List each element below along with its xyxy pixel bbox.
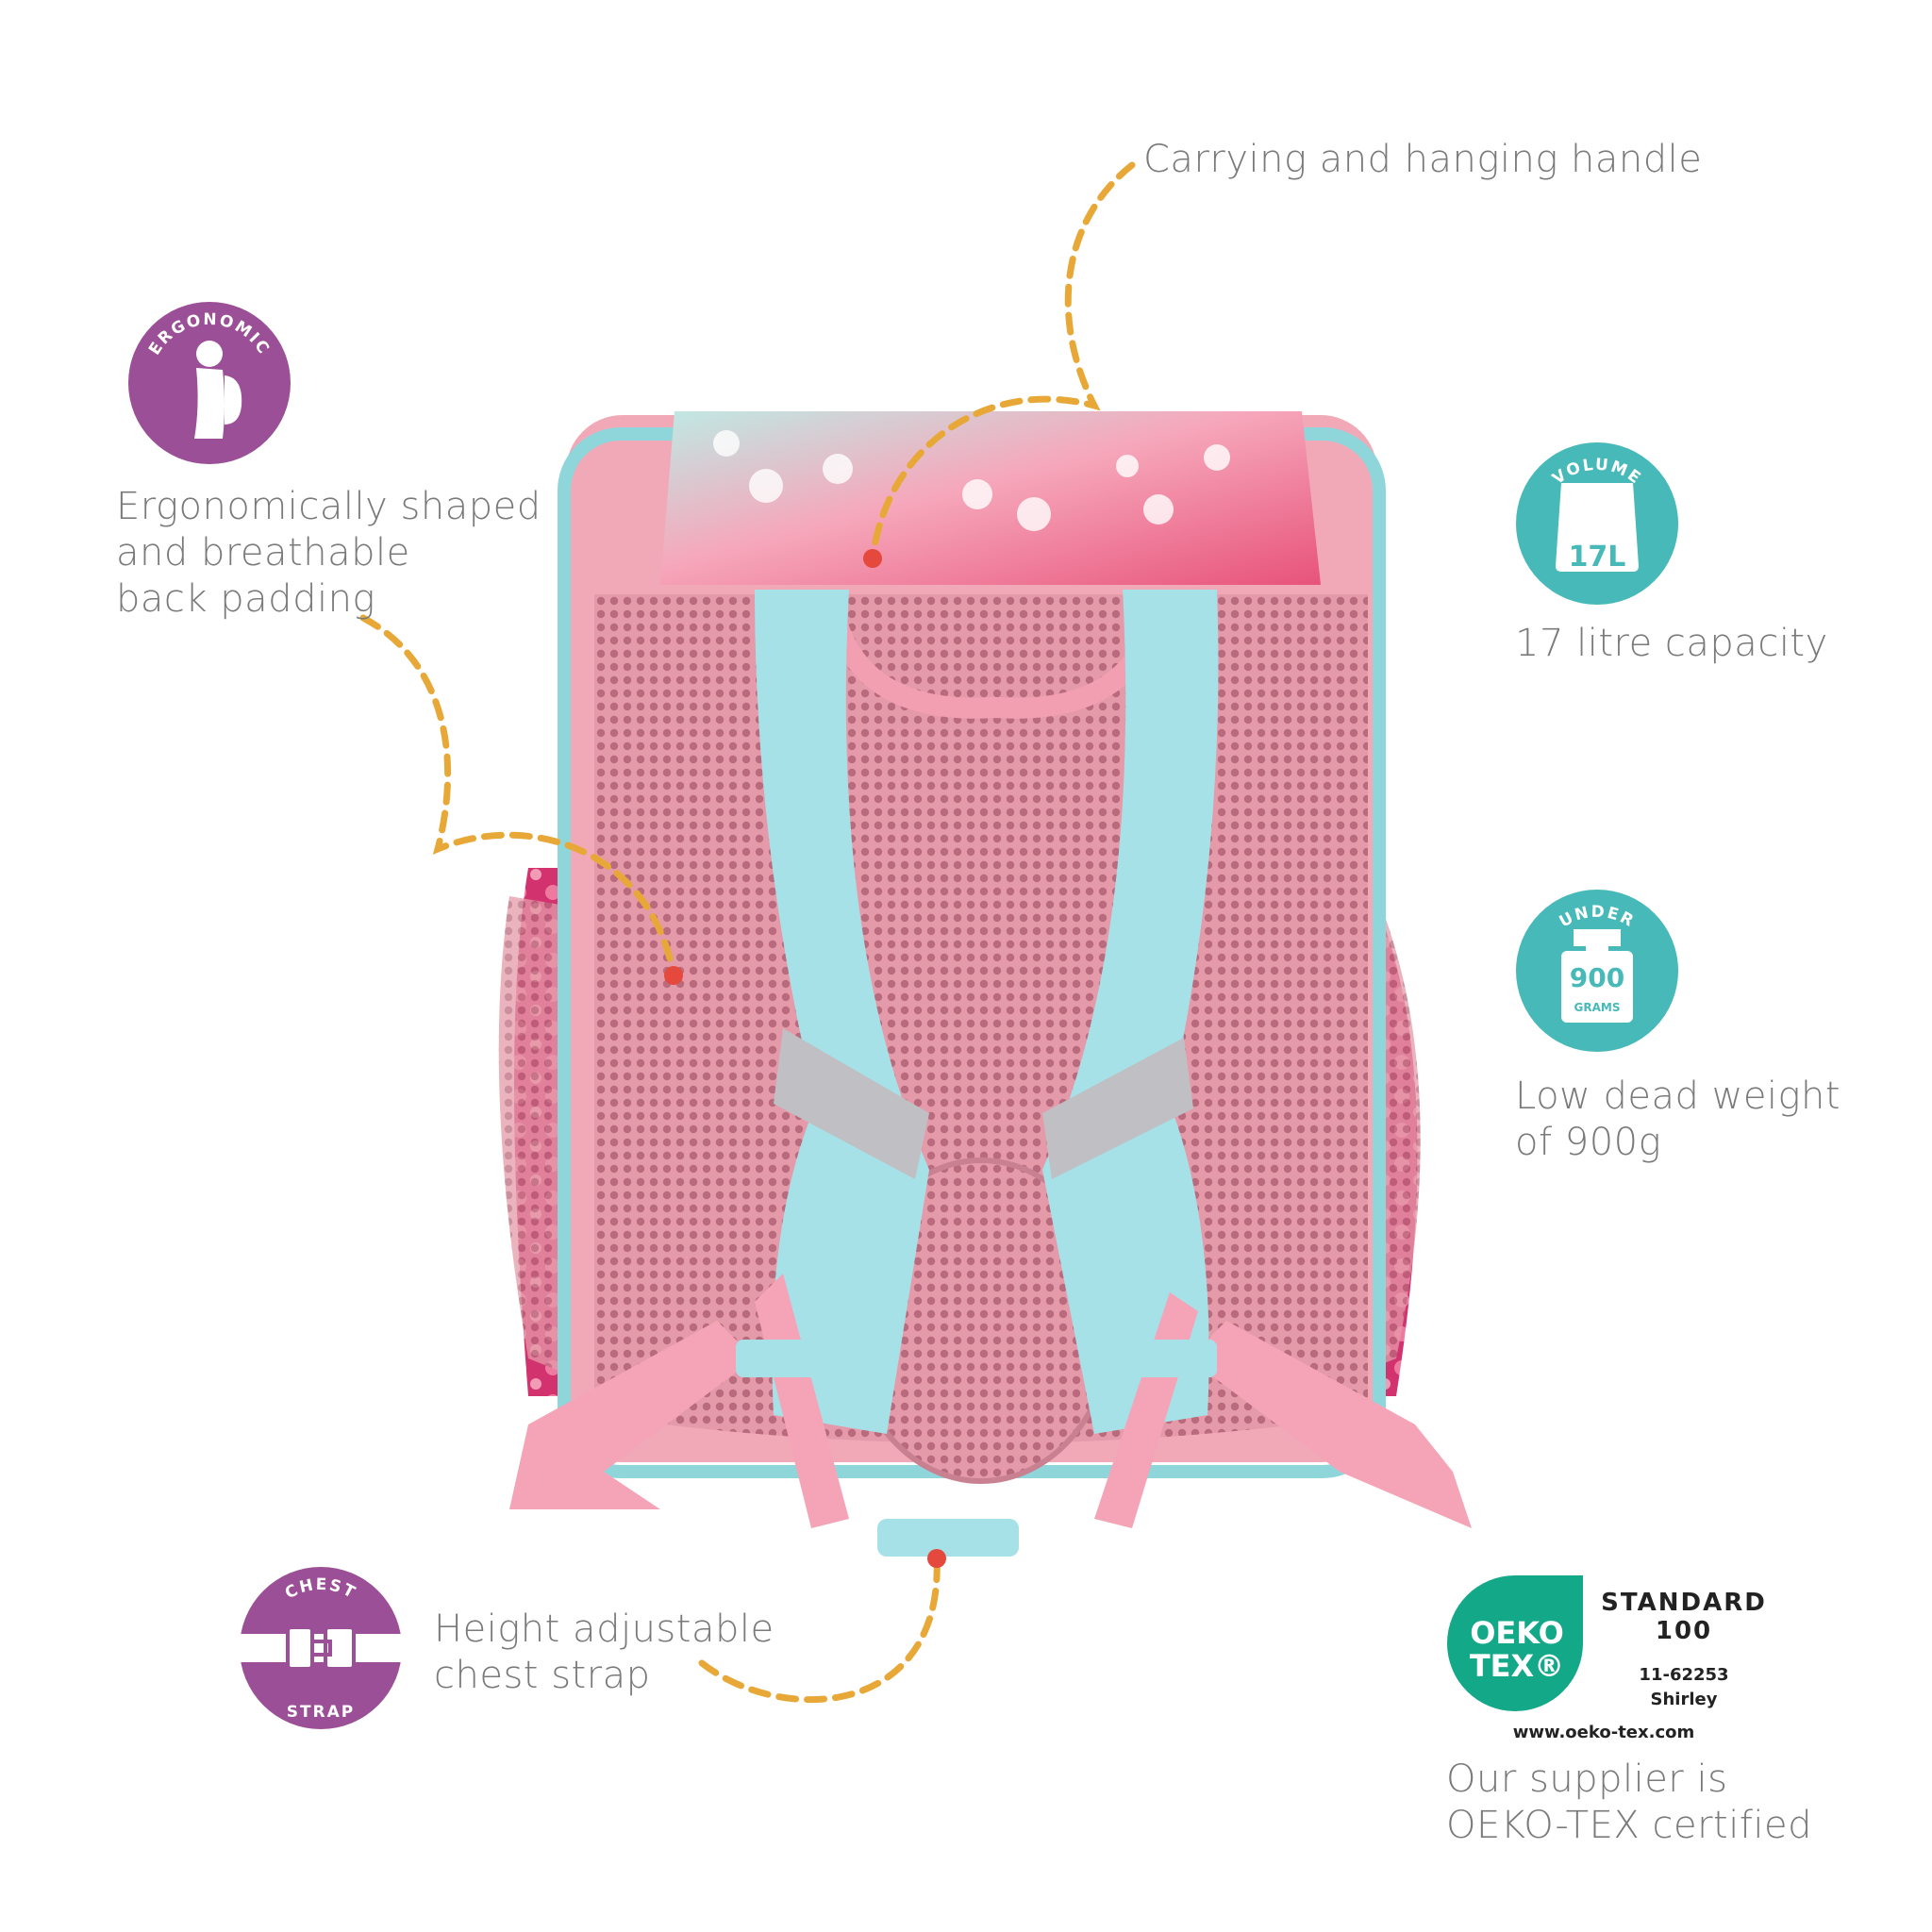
- caption-line: OEKO-TEX certified: [1446, 1804, 1813, 1847]
- chest-caption: Height adjustable chest strap: [434, 1607, 774, 1699]
- volume-badge: VOLUME 17L: [1516, 442, 1678, 605]
- weight-badge: UNDER 900 GRAMS: [1516, 890, 1678, 1052]
- weight-icon: [1561, 929, 1633, 1023]
- oeko-tex-logo: OEKO TEX®: [1447, 1575, 1583, 1711]
- svg-text:GRAMS: GRAMS: [1574, 1001, 1621, 1014]
- buckle-icon: [286, 1625, 356, 1671]
- ergonomic-caption: Ergonomically shaped and breathable back…: [116, 484, 541, 623]
- handle-marker-dot: [863, 549, 882, 568]
- caption-line: of 900g: [1515, 1121, 1662, 1164]
- caption-line: chest strap: [434, 1654, 651, 1697]
- svg-text:OEKO: OEKO: [1470, 1615, 1564, 1651]
- oeko-standard-number: 100: [1655, 1617, 1713, 1645]
- caption-line: Height adjustable: [434, 1607, 774, 1651]
- chest-marker-dot: [927, 1549, 946, 1568]
- svg-text:STRAP: STRAP: [287, 1703, 356, 1722]
- backpack-icon: [1556, 483, 1639, 572]
- oeko-cert-number: 11-62253: [1639, 1665, 1729, 1685]
- padding-marker-dot: [664, 966, 683, 985]
- handle-caption: Carrying and hanging handle: [1143, 138, 1703, 181]
- ergonomic-leader-line: [359, 614, 677, 979]
- oeko-caption: Our supplier is OEKO-TEX certified: [1446, 1757, 1812, 1849]
- caption-line: back padding: [116, 577, 375, 621]
- volume-caption: 17 litre capacity: [1515, 622, 1828, 665]
- ergonomic-badge: ERGONOMIC: [128, 302, 291, 464]
- chest-leader-line: [698, 1555, 941, 1704]
- weight-caption: Low dead weight of 900g: [1515, 1074, 1840, 1166]
- spine-icon: [194, 341, 242, 439]
- svg-text:17L: 17L: [1569, 541, 1626, 574]
- handle-leader-line: [869, 161, 1136, 562]
- oeko-holder: Shirley: [1650, 1690, 1718, 1709]
- caption-line: Our supplier is: [1446, 1757, 1728, 1801]
- left-shoulder-strap: [755, 590, 929, 1434]
- caption-line: Low dead weight: [1515, 1074, 1841, 1118]
- oeko-standard: STANDARD: [1601, 1589, 1767, 1617]
- right-shoulder-strap: [1042, 590, 1219, 1434]
- chest-strap-buckle: [877, 1519, 1019, 1557]
- svg-text:TEX®: TEX®: [1470, 1648, 1564, 1684]
- caption-line: Ergonomically shaped: [116, 485, 541, 528]
- chest-strap-badge: CHEST STRAP: [240, 1567, 402, 1729]
- svg-text:900: 900: [1570, 962, 1624, 993]
- caption-line: and breathable: [116, 531, 410, 575]
- oeko-url[interactable]: www.oeko-tex.com: [1512, 1723, 1695, 1742]
